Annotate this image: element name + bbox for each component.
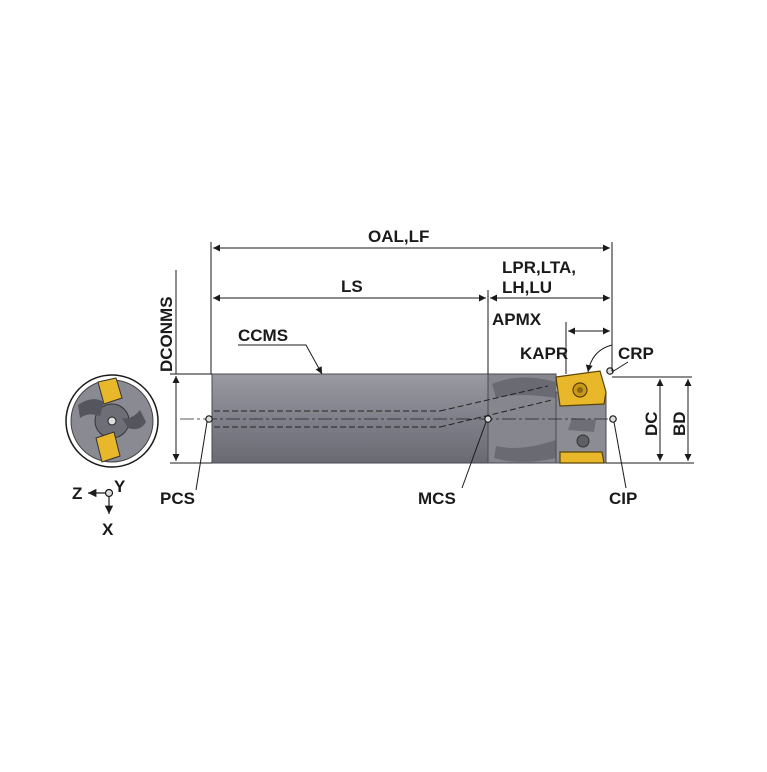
axis-y-label: Y	[114, 477, 126, 496]
cutter-hole	[576, 434, 590, 448]
pcs-point-icon	[205, 415, 213, 423]
cip-leader	[613, 421, 627, 489]
insert-bottom	[559, 451, 605, 464]
label-oal-lf: OAL,LF	[368, 227, 429, 246]
label-apmx: APMX	[492, 310, 542, 329]
axis-z-label: Z	[72, 484, 82, 503]
label-ccms: CCMS	[238, 326, 288, 345]
ccms-leader	[238, 344, 323, 375]
crp-leader	[611, 361, 629, 373]
kapr-arc	[585, 344, 613, 373]
axis-origin-icon	[104, 488, 114, 498]
coolant-branch-top	[439, 385, 549, 412]
mcs-leader	[461, 421, 487, 489]
label-dconms: DCONMS	[157, 296, 176, 372]
flute-upper	[492, 377, 556, 398]
label-bd: BD	[670, 411, 689, 436]
label-crp: CRP	[618, 344, 654, 363]
pcs-leader	[195, 421, 208, 491]
end-view-outer-circle	[65, 374, 159, 468]
label-kapr: KAPR	[520, 344, 568, 363]
end-view-pocket-left	[78, 399, 104, 418]
end-view-insert-bottom	[95, 431, 121, 463]
label-lpr-lta: LPR,LTA,	[502, 258, 576, 277]
mcs-point-icon	[484, 415, 492, 423]
end-view-insert-top	[97, 377, 123, 405]
shank	[211, 373, 493, 464]
label-dc: DC	[642, 411, 661, 436]
flute-lower	[494, 440, 556, 462]
cip-point-icon	[609, 415, 617, 423]
end-view-coolant-hole	[107, 416, 117, 426]
axis-x-label: X	[102, 520, 114, 539]
label-mcs: MCS	[418, 489, 456, 508]
end-view-pocket-right	[122, 410, 146, 430]
insert-screw-center	[577, 387, 583, 393]
end-view	[65, 374, 159, 468]
label-ls: LS	[341, 277, 363, 296]
coolant-branch-bottom	[439, 399, 553, 428]
tool-side-view	[180, 370, 612, 464]
label-cip: CIP	[609, 489, 637, 508]
label-lh-lu: LH,LU	[502, 278, 552, 297]
label-pcs: PCS	[160, 489, 195, 508]
cutter-pocket	[568, 418, 596, 432]
axis-indicator: Z Y X	[72, 477, 126, 539]
dimension-lines	[170, 242, 694, 491]
